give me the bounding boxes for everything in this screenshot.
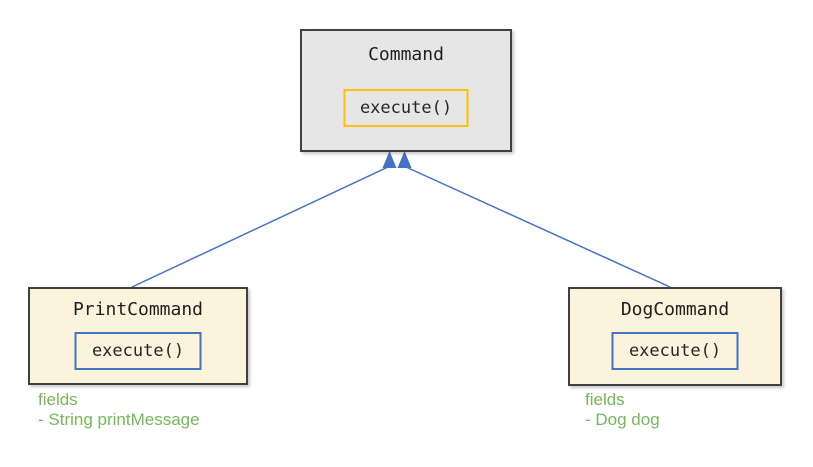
arrowhead-up-icon: [397, 151, 412, 168]
field-line: - Dog dog: [585, 410, 660, 429]
method-box-printcommand: execute(): [74, 332, 202, 370]
fields-label: fields: [585, 390, 625, 409]
arrowhead-up-icon: [382, 151, 397, 168]
inheritance-line-dogcommand: [405, 166, 671, 288]
method-label-execute: execute(): [91, 341, 185, 361]
fields-note-dogcommand: fields - Dog dog: [585, 390, 660, 430]
class-title-dogcommand: DogCommand: [620, 299, 730, 320]
class-title-command: Command: [368, 44, 444, 65]
method-box-command: execute(): [343, 89, 469, 127]
fields-note-printcommand: fields - String printMessage: [38, 390, 200, 430]
class-box-command: Command execute(): [300, 29, 512, 152]
method-label-execute: execute(): [628, 341, 722, 361]
inheritance-line-printcommand: [131, 166, 389, 288]
method-label-execute: execute(): [359, 98, 453, 118]
field-line: - String printMessage: [38, 410, 200, 429]
method-box-dogcommand: execute(): [611, 332, 739, 370]
fields-label: fields: [38, 390, 78, 409]
class-box-printcommand: PrintCommand execute(): [28, 287, 248, 385]
class-box-dogcommand: DogCommand execute(): [568, 287, 782, 386]
class-title-printcommand: PrintCommand: [72, 299, 204, 320]
